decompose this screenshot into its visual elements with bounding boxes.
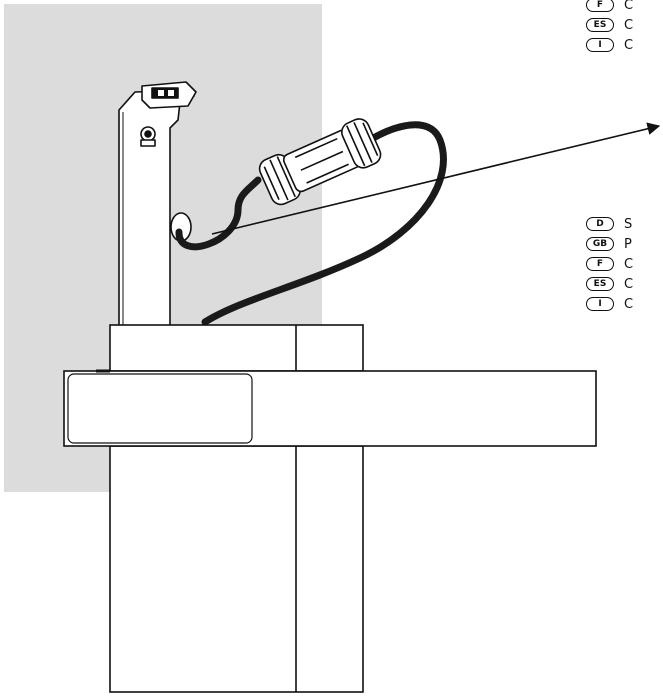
language-row: F C	[586, 254, 633, 274]
language-row: F C	[586, 0, 633, 15]
language-row: ES C	[586, 15, 633, 35]
language-badge: ES	[586, 277, 614, 291]
language-badge: F	[586, 257, 614, 271]
cable-out	[201, 121, 447, 326]
cable	[175, 176, 262, 251]
language-text: C	[624, 276, 634, 292]
language-text: S	[624, 216, 633, 232]
cable-connector	[258, 118, 382, 206]
language-badge: ES	[586, 18, 614, 32]
language-badge: F	[586, 0, 614, 12]
language-row: I C	[586, 294, 633, 314]
cross-bar	[63, 369, 597, 447]
language-row: D S	[586, 214, 632, 234]
housing	[109, 324, 364, 693]
language-text: C	[624, 17, 634, 33]
language-text: C	[624, 0, 634, 13]
language-badge: I	[586, 297, 614, 311]
language-text: C	[624, 37, 634, 53]
language-badge: GB	[586, 237, 614, 251]
language-row: ES C	[586, 274, 633, 294]
pointer-arrow	[211, 122, 661, 235]
language-badge: I	[586, 38, 614, 52]
language-row: I C	[586, 35, 633, 55]
mounting-bracket	[118, 81, 197, 327]
language-row: GB P	[586, 234, 632, 254]
language-text: P	[624, 236, 632, 252]
language-badge: D	[586, 217, 614, 231]
language-text: C	[624, 296, 634, 312]
language-text: C	[624, 256, 634, 272]
